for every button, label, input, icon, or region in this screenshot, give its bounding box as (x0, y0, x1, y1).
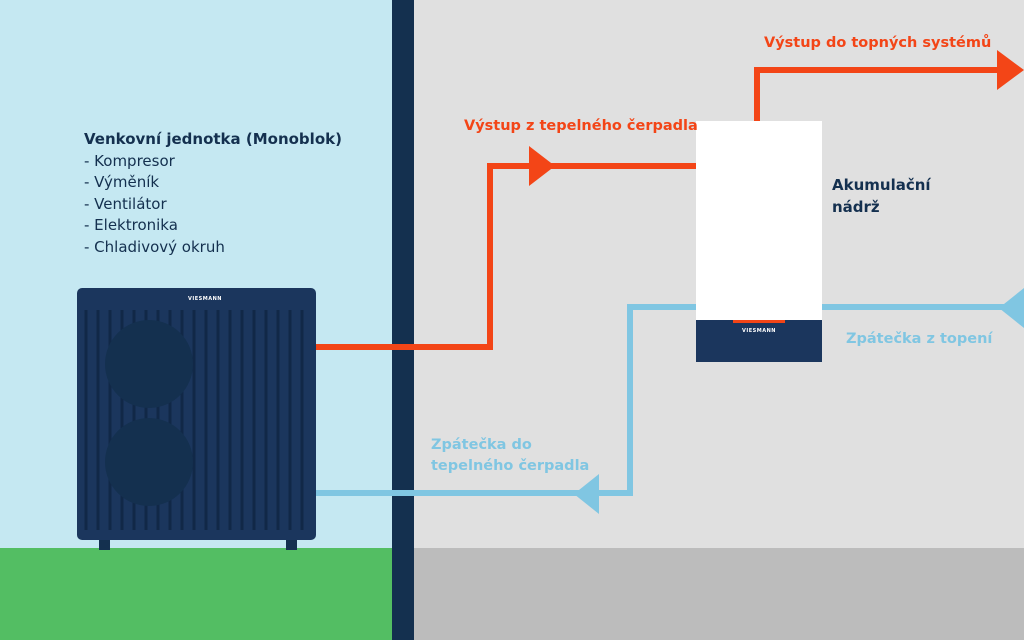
tank-label-line2: nádrž (832, 198, 880, 216)
house-wall (392, 0, 414, 640)
heat-pump-return-label-line1: Zpátečka do (431, 437, 532, 453)
outdoor-unit: VIESMANN (77, 288, 316, 550)
return-arrow-right-edge (999, 288, 1024, 328)
heating-systems-output-label: Výstup do topných systémů (764, 35, 992, 51)
component-item: - Kompresor (84, 151, 175, 170)
outdoor-unit-description: Venkovní jednotka (Monoblok) - Kompresor… (84, 129, 342, 258)
heat-pump-return-label-line2: tepelného čerpadla (431, 458, 590, 474)
heating-return-label: Zpátečka z topení (846, 331, 993, 347)
component-item: - Výměník (84, 173, 160, 191)
component-item: - Chladivový okruh (84, 237, 225, 256)
return-pipe (287, 288, 1024, 514)
outdoor-unit-title: Venkovní jednotka (Monoblok) (84, 130, 342, 148)
fan-upper (105, 320, 193, 408)
heat-pump-output-label: Výstup z tepelného čerpadla (464, 118, 698, 134)
grass-ground (0, 548, 392, 640)
fan-lower (105, 418, 193, 506)
supply-pipe (287, 50, 1024, 366)
indoor-floor (414, 548, 1024, 640)
return-arrow-middle (574, 474, 599, 514)
unit-brand-logo: VIESMANN (188, 296, 222, 302)
tank-label-line1: Akumulační (832, 176, 931, 194)
component-item: - Ventilátor (84, 194, 167, 213)
supply-arrow-middle (529, 146, 555, 186)
component-item: - Elektronika (84, 216, 178, 234)
tank-brand-logo: VIESMANN (742, 328, 776, 334)
supply-arrow-right-edge (997, 50, 1024, 90)
storage-tank: VIESMANN (696, 121, 822, 362)
